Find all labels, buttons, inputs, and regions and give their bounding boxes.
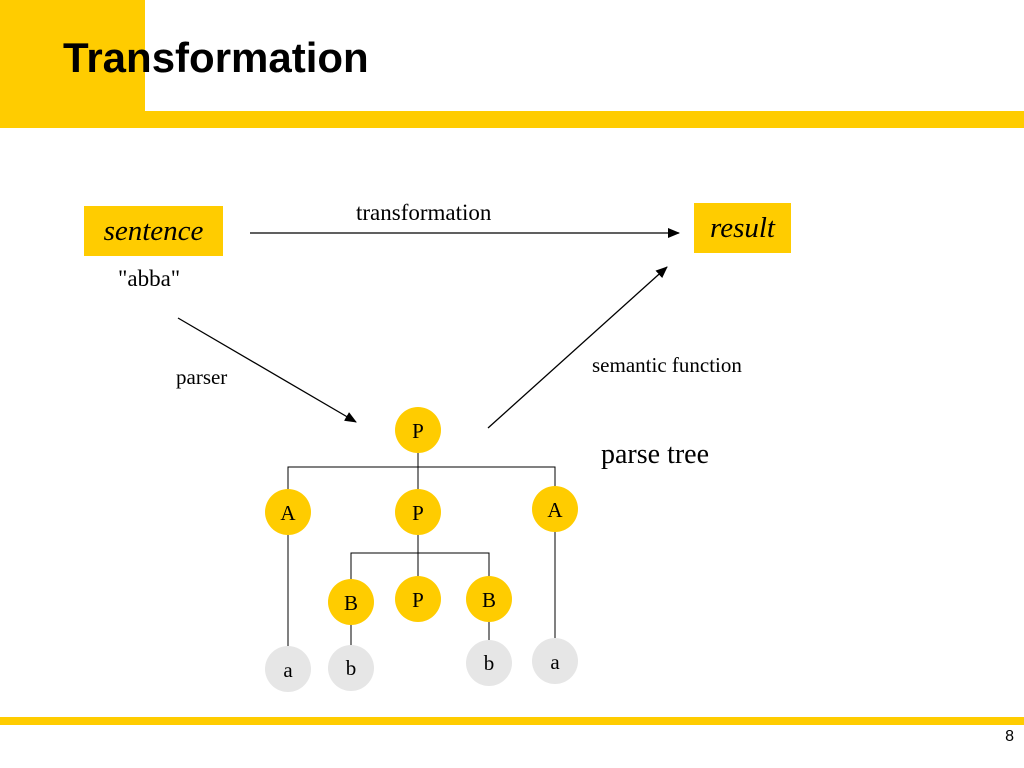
parse-tree-caption: parse tree (601, 439, 710, 470)
tree-node-inner-p-label: P (412, 588, 424, 612)
semantic-function-label: semantic function (592, 353, 742, 377)
tree-node-left-a: A (265, 489, 311, 535)
tree-node-left-a-label: A (280, 501, 296, 525)
semantic-function-arrow (487, 266, 668, 429)
transformation-label: transformation (356, 200, 492, 225)
tree-node-mid-p: P (395, 489, 441, 535)
tree-leaf-a1-label: a (283, 658, 293, 682)
tree-leaf-b2: b (466, 640, 512, 686)
tree-leaf-b2-label: b (484, 651, 495, 675)
tree-node-inner-p: P (395, 576, 441, 622)
tree-node-right-b: B (466, 576, 512, 622)
example-sentence: "abba" (118, 266, 181, 291)
header-accent-bar (0, 111, 1024, 128)
tree-node-mid-p-label: P (412, 501, 424, 525)
page-number: 8 (1005, 728, 1014, 745)
tree-node-right-a: A (532, 486, 578, 532)
tree-leaf-a2-label: a (550, 650, 560, 674)
parser-label: parser (176, 365, 228, 389)
tree-leaf-a1: a (265, 646, 311, 692)
footer-accent-bar (0, 717, 1024, 725)
result-box: result (694, 203, 791, 253)
title-accent-block (0, 0, 145, 128)
sentence-box-label: sentence (103, 214, 204, 247)
tree-node-root-label: P (412, 419, 424, 443)
tree-node-right-b-label: B (482, 588, 496, 612)
tree-leaf-b1: b (328, 645, 374, 691)
tree-connectors (287, 453, 556, 646)
parser-arrow (177, 317, 357, 423)
tree-node-root: P (395, 407, 441, 453)
tree-node-left-b-label: B (344, 591, 358, 615)
tree-node-left-b: B (328, 579, 374, 625)
slide-title: Transformation (63, 34, 369, 81)
tree-leaf-b1-label: b (346, 656, 357, 680)
tree-node-right-a-label: A (547, 498, 563, 522)
tree-leaf-a2: a (532, 638, 578, 684)
sentence-box: sentence (84, 206, 223, 256)
result-box-label: result (710, 211, 775, 244)
